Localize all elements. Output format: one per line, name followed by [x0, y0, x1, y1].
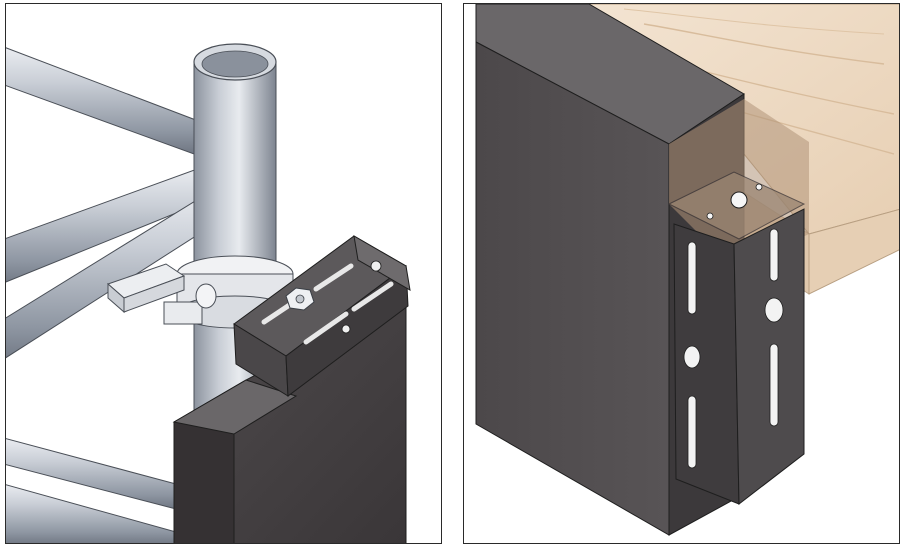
- slotted-u-bracket: [233, 235, 411, 397]
- pole-mount-illustration: [6, 43, 411, 543]
- timber-mount-illustration: [475, 4, 899, 536]
- slotted-u-bracket: [667, 171, 806, 506]
- pole-mount-panel: [5, 3, 442, 544]
- bottom-tubes: [6, 438, 177, 543]
- dark-panel: [172, 295, 407, 543]
- timber-mount-panel: [463, 3, 900, 544]
- upper-horizontal-tube: [6, 47, 202, 155]
- hex-nut: [285, 287, 315, 311]
